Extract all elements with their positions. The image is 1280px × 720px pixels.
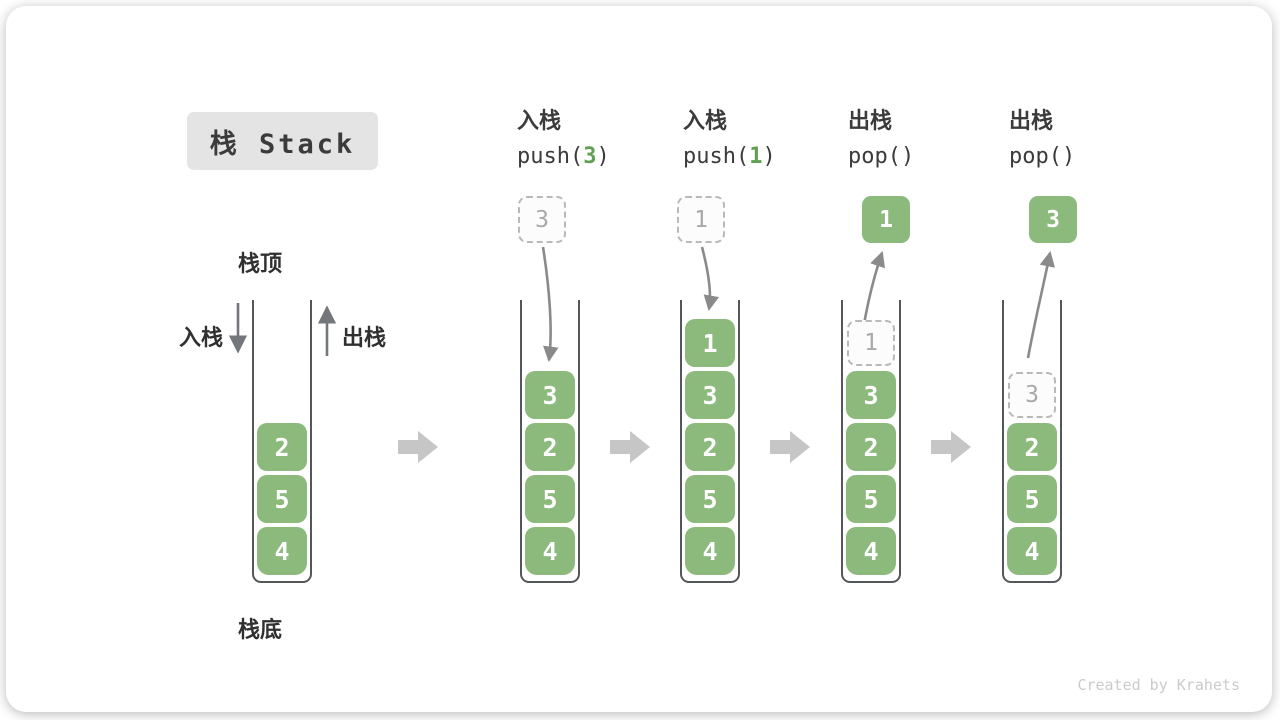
title-text: 栈 Stack [209,128,356,160]
step-header-pop-2: 出栈 pop() [1009,105,1179,175]
code-suf: ) [596,144,610,169]
stack-well-after-push-3 [520,300,580,583]
code-arg: 1 [749,144,763,169]
stack-cell: 5 [525,475,575,523]
code-arg: 3 [583,144,597,169]
stack-cell: 2 [846,423,896,471]
stack-cell: 3 [525,371,575,419]
step-header-cn: 入栈 [517,109,562,134]
code-suf: ) [762,144,776,169]
stack-cell: 5 [257,475,307,523]
step-header-cn: 入栈 [683,109,728,134]
stack-well-after-push-1 [680,300,740,583]
push-side-label: 入栈 [179,326,224,351]
transition-arrow-icon [931,431,971,463]
stack-cell: 4 [1007,527,1057,575]
diagram-card: 栈 Stack 入栈 push(3) 入栈 push(1) 出栈 pop() 出… [6,6,1272,712]
stack-cell: 5 [846,475,896,523]
stack-cell: 3 [846,371,896,419]
floating-value-box: 1 [677,196,725,243]
step-header-code: pop() [1009,139,1179,175]
stack-cell: 4 [846,527,896,575]
step-header-code: push(1) [683,139,853,175]
floating-value-box: 1 [862,196,910,243]
transition-arrow-icon [398,431,438,463]
stack-cell: 2 [685,423,735,471]
stack-well-after-pop-3 [1002,300,1062,583]
stack-cell: 4 [685,527,735,575]
step-header-code: pop() [848,139,1018,175]
code-suf: ) [900,144,915,169]
stack-well-after-pop-1 [841,300,901,583]
stack-cell: 5 [1007,475,1057,523]
transition-arrow-icon [770,431,810,463]
floating-value-box: 3 [1029,196,1077,243]
code-suf: ) [1061,144,1076,169]
floating-value-box: 3 [518,196,566,243]
watermark: Created by Krahets [1077,676,1240,694]
stack-cell: 5 [685,475,735,523]
code-pre: push( [683,144,750,169]
stack-top-label: 栈顶 [238,252,283,277]
stack-cell: 4 [257,527,307,575]
step-header-code: push(3) [517,139,687,175]
stack-cell: 2 [1007,423,1057,471]
step-header-push-3: 入栈 push(3) [517,105,687,175]
stack-well-initial [252,300,312,583]
stack-bottom-label: 栈底 [238,618,283,643]
ghost-cell: 3 [1008,372,1056,418]
step-header-push-1: 入栈 push(1) [683,105,853,175]
stack-cell: 2 [525,423,575,471]
title-badge: 栈 Stack [187,112,378,170]
code-pre: push( [517,144,584,169]
stack-cell: 2 [257,423,307,471]
stack-cell: 1 [685,319,735,367]
stack-cell: 3 [685,371,735,419]
code-pre: pop( [1009,144,1062,169]
pop-side-label: 出栈 [342,326,387,351]
stack-cell: 4 [525,527,575,575]
transition-arrow-icon [610,431,650,463]
code-pre: pop( [848,144,901,169]
step-header-pop-1: 出栈 pop() [848,105,1018,175]
ghost-cell: 1 [847,320,895,366]
step-header-cn: 出栈 [848,109,893,134]
step-header-cn: 出栈 [1009,109,1054,134]
